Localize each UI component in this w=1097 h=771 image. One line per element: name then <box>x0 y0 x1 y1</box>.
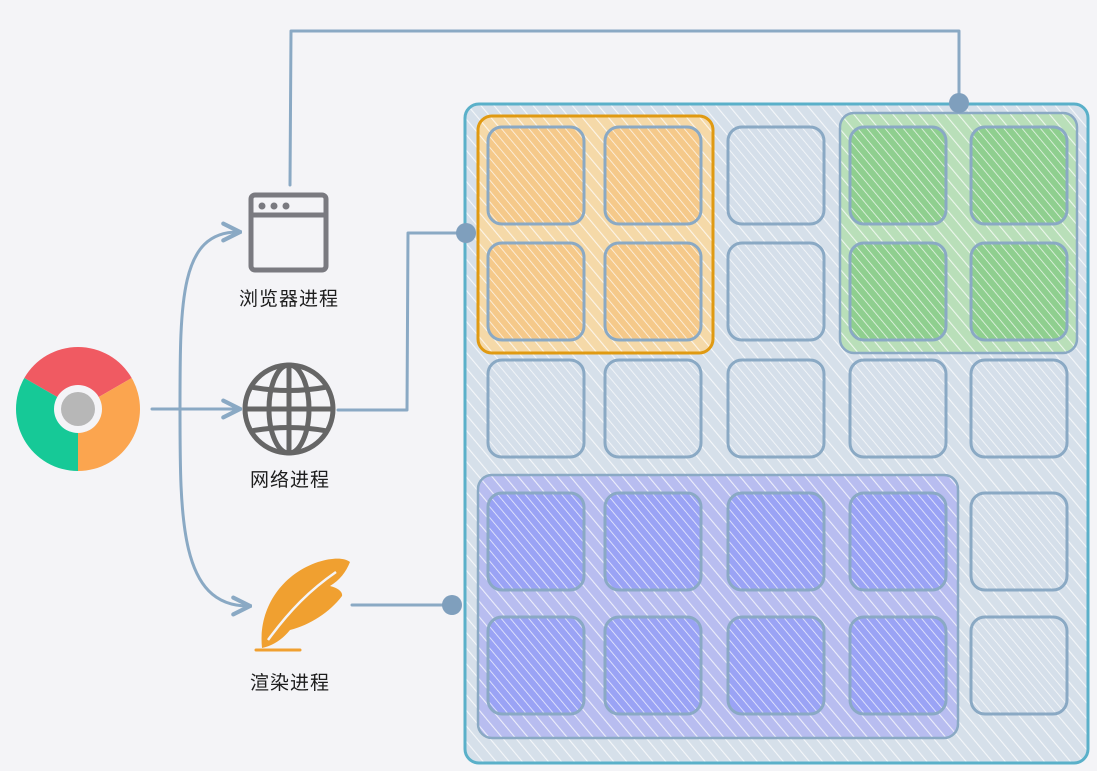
network-to-memory-line <box>336 231 467 412</box>
memory-cell-outline <box>486 241 586 342</box>
renderer-memory-group <box>476 473 960 740</box>
memory-cell-outline <box>848 491 948 592</box>
memory-cell-outline <box>486 615 586 716</box>
chrome-to-browser-line <box>178 232 238 411</box>
memory-cell-outline <box>486 125 586 226</box>
memory-cell-outline <box>603 241 703 342</box>
memory-cell-outline <box>603 615 703 716</box>
connection-lines <box>150 29 961 606</box>
browser-process-label: 浏览器进程 <box>239 288 340 310</box>
network-process-label: 网络进程 <box>250 469 331 491</box>
memory-cell-outline <box>848 125 948 226</box>
memory-cell-outline <box>726 491 826 592</box>
memory-cell-outline <box>486 491 586 592</box>
memory-cell-outline <box>603 358 703 459</box>
renderer-process-label: 渲染进程 <box>250 672 331 694</box>
memory-cell-outline <box>848 241 948 342</box>
memory-cell-outline <box>726 125 826 226</box>
browser-to-memory-line <box>288 29 961 187</box>
memory-cell-outline <box>969 358 1069 459</box>
chrome-to-renderer-line <box>178 407 248 606</box>
memory-cell-outline <box>486 358 586 459</box>
memory-cell-outline <box>726 241 826 342</box>
memory-cell-outline <box>848 615 948 716</box>
memory-cell-outline <box>969 615 1069 716</box>
memory-cell-outline <box>603 491 703 592</box>
memory-cell-outline <box>726 358 826 459</box>
memory-cell-outline <box>603 125 703 226</box>
browser-window-icon <box>248 192 329 273</box>
memory-cell-outline <box>969 491 1069 592</box>
connection-dots <box>442 93 969 615</box>
feather-icon <box>254 558 350 652</box>
memory-cell-outline <box>969 125 1069 226</box>
chrome-logo-icon <box>15 347 141 471</box>
globe-icon <box>242 362 336 456</box>
memory-cells <box>486 125 1069 716</box>
memory-cell-outline <box>969 241 1069 342</box>
memory-cell-outline <box>726 615 826 716</box>
memory-cell-outline <box>848 358 948 459</box>
